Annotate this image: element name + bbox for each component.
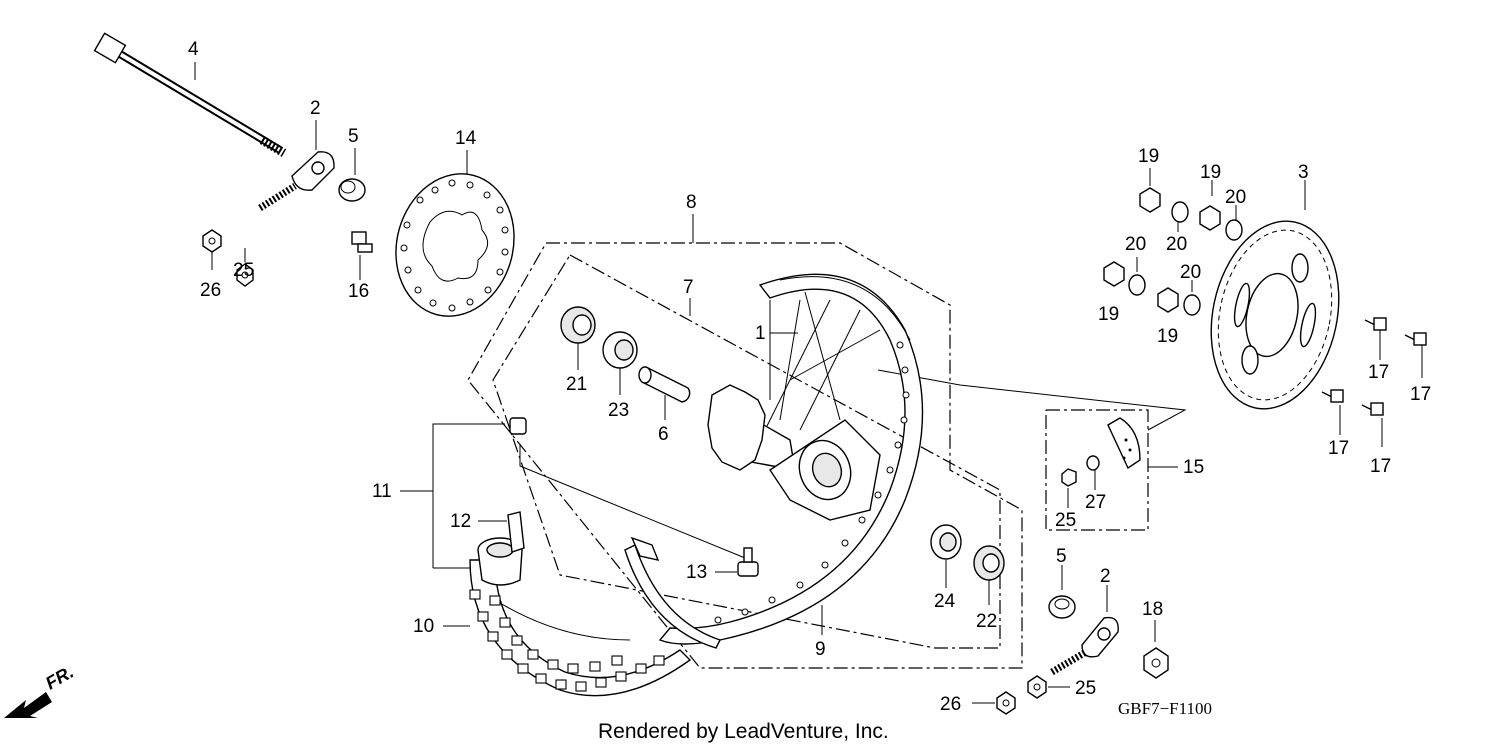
sprocket-bolts-part: [1321, 317, 1427, 416]
callout-18: 18: [1142, 599, 1163, 620]
callout-9: 9: [815, 639, 826, 660]
callout-6: 6: [658, 424, 669, 445]
callout-20-d: 20: [1180, 262, 1201, 283]
callout-27: 27: [1085, 492, 1106, 513]
callout-19-b: 19: [1200, 162, 1221, 183]
diagram-code: GBF7−F1100: [1118, 699, 1212, 718]
callout-2-upper: 2: [310, 98, 321, 119]
callout-12: 12: [450, 511, 471, 532]
callout-21: 21: [566, 374, 587, 395]
axle-adjuster-upper-part: [258, 151, 335, 211]
callout-17-b: 17: [1410, 384, 1431, 405]
callout-26-lower: 26: [940, 694, 961, 715]
callout-20-b: 20: [1166, 234, 1187, 255]
callout-15: 15: [1183, 457, 1204, 478]
callout-20-a: 20: [1225, 187, 1246, 208]
lower-right-hardware-part: [996, 595, 1169, 715]
callout-1: 1: [755, 323, 766, 344]
callout-25-upper: 25: [233, 260, 254, 281]
rim-strip-part: [507, 511, 525, 553]
callout-5-upper: 5: [348, 126, 359, 147]
sprocket-nuts-part: [1103, 187, 1243, 316]
front-direction-arrow-icon: [4, 692, 52, 718]
axle-part: [93, 32, 287, 157]
callout-3: 3: [1298, 162, 1309, 183]
rim-band-part: [624, 536, 721, 649]
callout-11: 11: [372, 481, 392, 502]
brake-disc-part: [395, 173, 515, 317]
rim-lock-part: [737, 547, 759, 577]
callout-17-c: 17: [1328, 438, 1349, 459]
callout-2-lower: 2: [1100, 566, 1111, 587]
wheel-part: [658, 273, 924, 645]
tire-part: [469, 559, 692, 697]
front-label: FR.: [42, 662, 77, 694]
callout-17-a: 17: [1368, 362, 1389, 383]
callout-14: 14: [455, 128, 477, 149]
callout-labels: 4 2 5 14 26 25 16 8 7 1 21 23 6 11 12 13…: [188, 39, 1431, 715]
credit-text: Rendered by LeadVenture, Inc.: [598, 720, 889, 743]
callout-16: 16: [348, 281, 369, 302]
hub-bearings-left-part: [560, 306, 691, 403]
callout-10: 10: [413, 616, 434, 637]
callout-8: 8: [686, 192, 697, 213]
callout-17-d: 17: [1370, 456, 1391, 477]
callout-7: 7: [683, 277, 694, 298]
callout-25-group: 25: [1055, 510, 1076, 531]
callout-19-c: 19: [1098, 304, 1119, 325]
sprocket-part: [1210, 220, 1340, 410]
callout-23: 23: [608, 400, 629, 421]
callout-19-a: 19: [1138, 146, 1159, 167]
callout-25-lower: 25: [1075, 678, 1096, 699]
callout-19-d: 19: [1157, 326, 1178, 347]
callout-26-upper: 26: [200, 280, 221, 301]
callout-13: 13: [686, 562, 707, 583]
hub-bearings-right-part: [930, 524, 1005, 581]
disc-bolt-part: [351, 231, 373, 253]
callout-4: 4: [188, 39, 199, 60]
callout-22: 22: [976, 611, 997, 632]
callout-5-lower: 5: [1056, 546, 1067, 567]
valve-holder-part: [1061, 417, 1141, 487]
callout-20-c: 20: [1125, 234, 1146, 255]
nuts-upper-left-part: [202, 229, 254, 287]
callout-24: 24: [934, 591, 956, 612]
collar-upper-part: [338, 178, 366, 202]
leader-lines: [194, 62, 1423, 704]
